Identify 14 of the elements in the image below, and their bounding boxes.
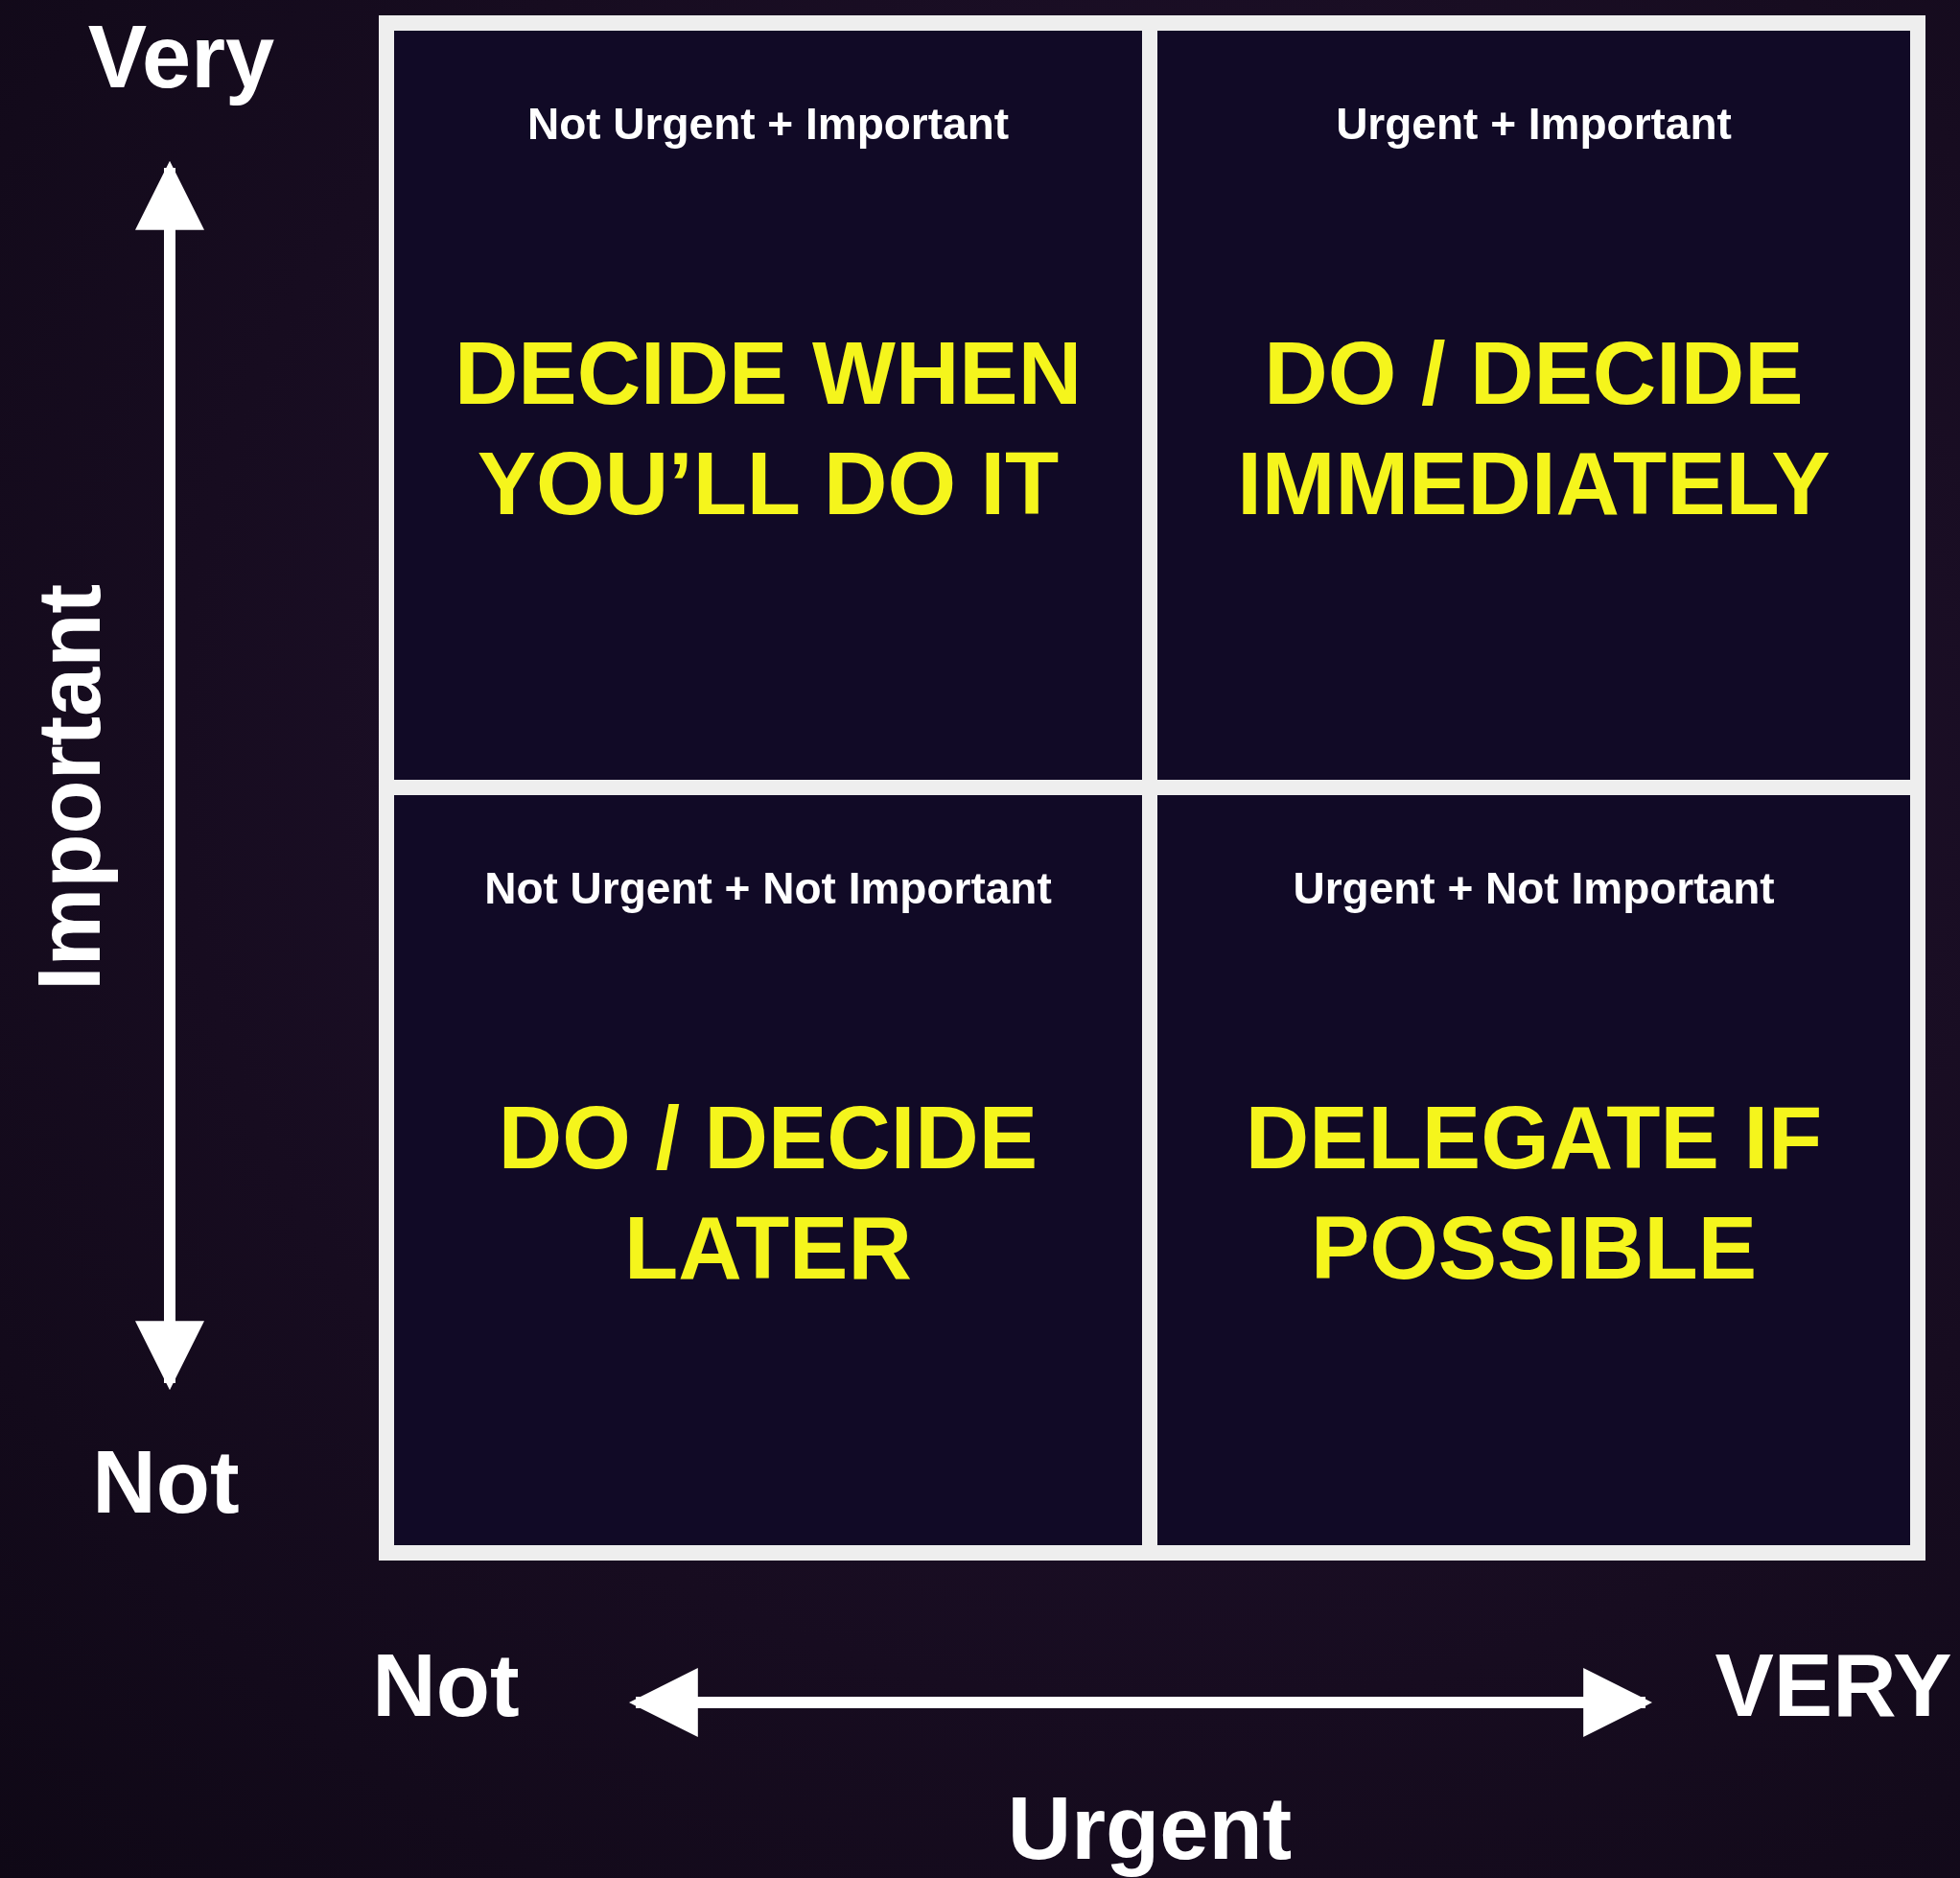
axis-title: Urgent	[1007, 1777, 1293, 1878]
axis-label: Not	[372, 1634, 520, 1736]
action-text: DO / DECIDE LATER	[497, 1088, 1039, 1299]
axis-label: Not	[92, 1431, 240, 1533]
axis-title: Important	[18, 583, 119, 992]
action-text: DECIDE WHEN YOU’LL DO IT	[453, 323, 1084, 534]
axis-label: VERY	[1715, 1634, 1952, 1736]
axis-label: Very	[87, 6, 275, 107]
action-text: DELEGATE IF POSSIBLE	[1244, 1088, 1824, 1299]
quadrant-heading: Urgent + Not Important	[1292, 862, 1776, 914]
quadrant-heading: Not Urgent + Not Important	[483, 862, 1053, 914]
quadrant-heading: Not Urgent + Important	[525, 98, 1011, 150]
quadrant-heading: Urgent + Important	[1335, 98, 1733, 150]
action-text: DO / DECIDE IMMEDIATELY	[1236, 323, 1832, 534]
